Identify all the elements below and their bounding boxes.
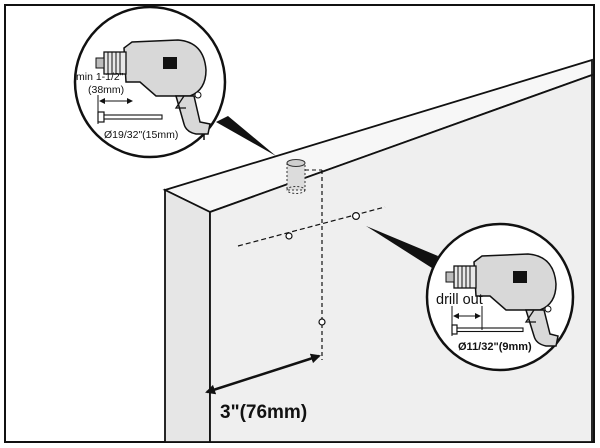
face-hole-right [352,212,361,221]
face-hole-left [285,232,293,240]
top-depth-label-line1: min 1-1/2" [76,71,124,83]
side-drill-out-label: drill out [436,292,483,308]
face-hole-lower [318,318,326,326]
side-callout-pointer [366,226,438,268]
side-bit-diameter-label: Ø11/32"(9mm) [458,341,532,353]
panel-side-edge [164,188,211,443]
side-drill-icon [445,253,559,347]
top-callout: min 1-1/2" (38mm) Ø19/32"(15mm) [73,5,227,159]
side-callout: drill out Ø11/32"(9mm) [425,222,575,372]
top-bit-diameter-label: Ø19/32"(15mm) [104,129,178,141]
dimension-label: 3"(76mm) [220,402,307,423]
top-edge-hole [286,159,306,194]
top-callout-pointer [216,116,276,156]
dimension-arrow [205,353,321,395]
horizontal-guide-line [237,206,386,247]
top-depth-label-line2: (38mm) [88,84,124,96]
top-drill-icon [95,39,211,140]
